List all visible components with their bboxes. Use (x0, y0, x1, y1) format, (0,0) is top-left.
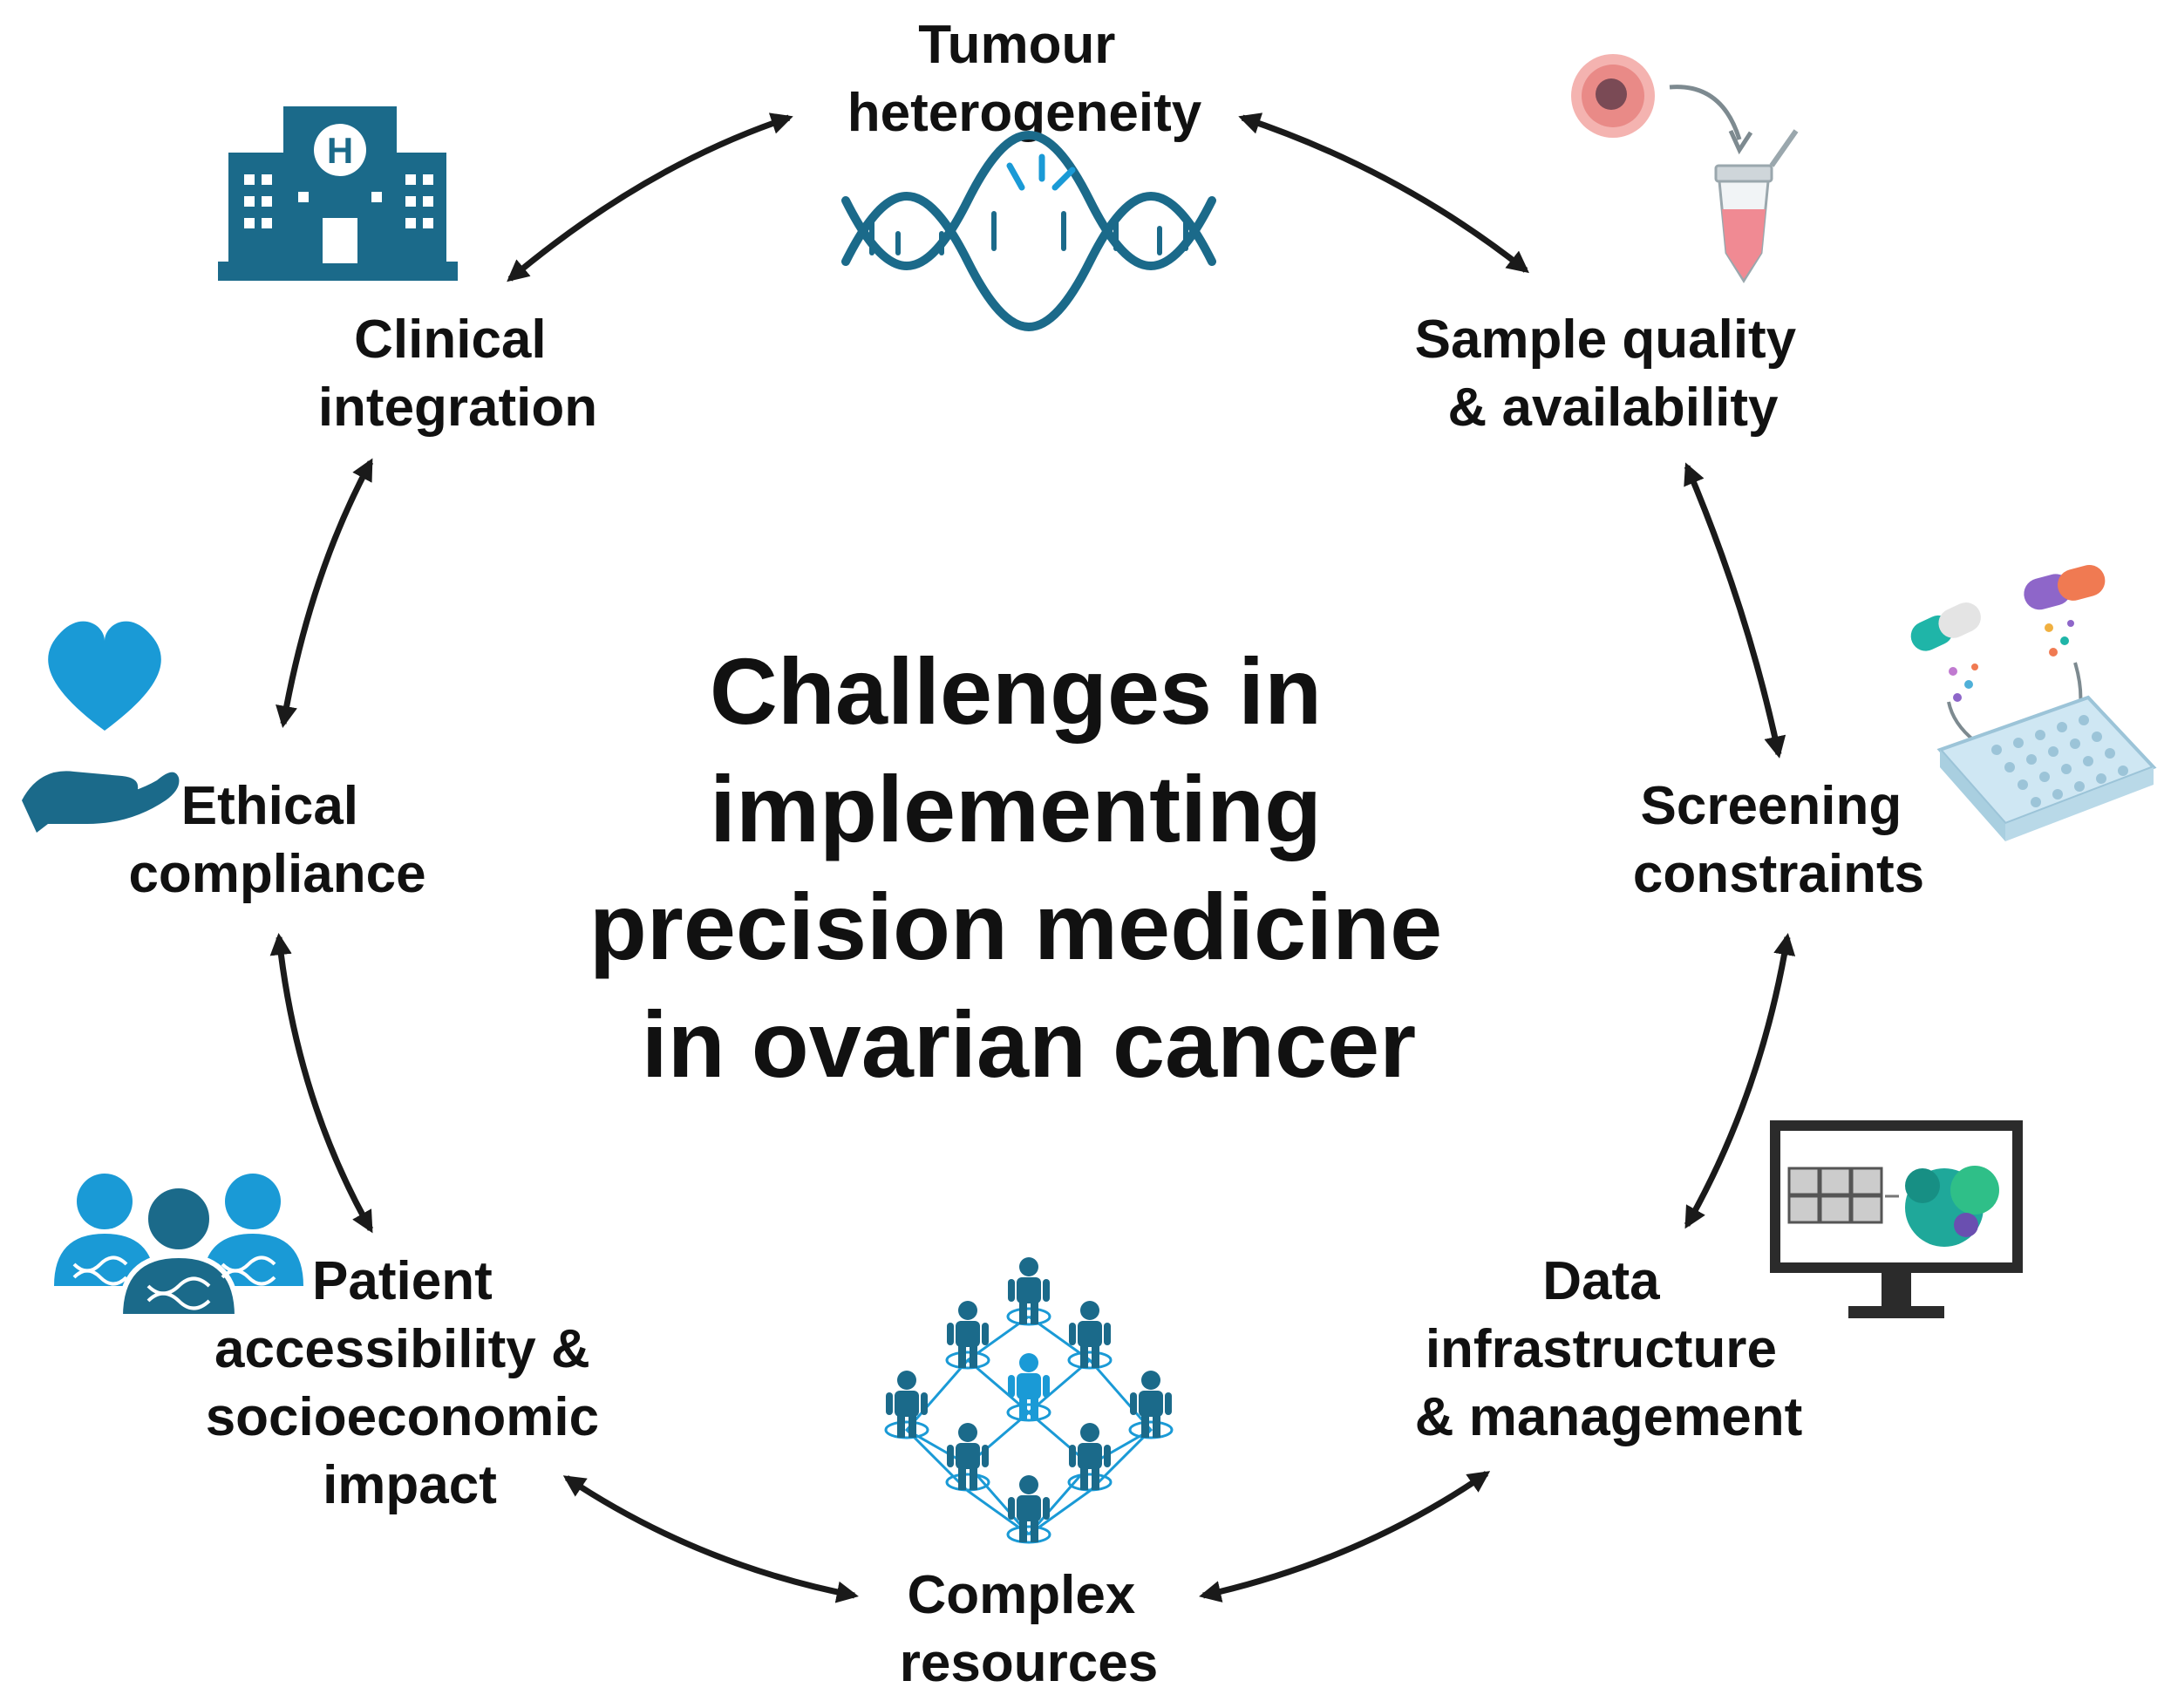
arrow-ethical-clinical (276, 458, 374, 728)
people-network-icon (884, 1257, 1174, 1544)
node-label-patient: Patient accessibility & socioeconomic im… (206, 1251, 615, 1515)
dna-icon (841, 131, 1216, 331)
arrow-sample-screening (1684, 462, 1786, 759)
node-label-tumour: Tumour heterogeneity (847, 15, 1202, 143)
title-line: implementing (710, 756, 1322, 861)
arrow-data-complex (1199, 1471, 1491, 1603)
title-line: Challenges in (710, 638, 1322, 744)
arrow-patient-ethical (269, 932, 374, 1234)
arrow-tumour-sample (1238, 112, 1529, 274)
cycle-arrows (269, 112, 1796, 1603)
computer-monitor-icon (1770, 1120, 2023, 1318)
drug-screening-plate-icon (1910, 564, 2157, 841)
node-label-clinical: Clinical integration (318, 310, 597, 438)
patient-group-icon (54, 1174, 303, 1319)
title-line: precision medicine (589, 874, 1442, 979)
heart-hand-icon (22, 621, 180, 833)
node-label-screening: Screening constraints (1633, 776, 1924, 904)
svg-text:H: H (327, 130, 353, 171)
title-line: in ovarian cancer (642, 991, 1416, 1097)
arrow-screening-data (1684, 933, 1796, 1229)
central-title: Challenges in implementing precision med… (589, 638, 1468, 1097)
arrow-complex-patient (562, 1475, 859, 1603)
node-labels: Tumour heterogeneity Sample quality & av… (128, 15, 1924, 1693)
node-label-data: Data infrastructure & management (1415, 1251, 1802, 1447)
node-label-ethical: Ethical compliance (128, 776, 425, 904)
node-label-sample: Sample quality & availability (1415, 310, 1812, 438)
hospital-icon: H (218, 106, 458, 281)
node-label-complex: Complex resources (900, 1565, 1158, 1693)
sample-tube-icon (1571, 54, 1799, 283)
arrow-clinical-tumour (507, 112, 793, 282)
